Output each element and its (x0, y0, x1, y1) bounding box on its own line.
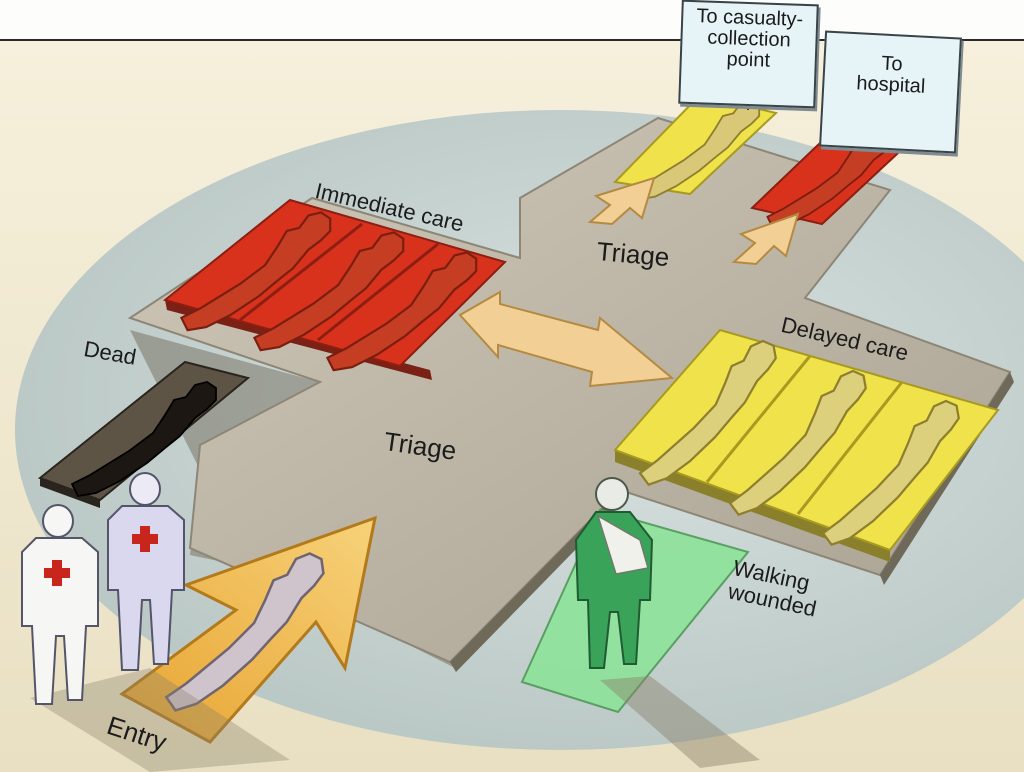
medic-figure-front (21, 504, 99, 705)
medic-shadows (30, 668, 290, 772)
sign-to-hospital: To hospital (819, 30, 962, 154)
walking-person-shadow (600, 676, 760, 768)
delayed-divider-2 (796, 381, 904, 515)
walking-wounded-person (574, 477, 654, 669)
dead-platform-edge (40, 478, 100, 508)
arrow-to-casualty (587, 176, 656, 226)
sign-casualty-line-3: point (726, 48, 771, 72)
immediate-divider-1 (239, 222, 363, 322)
arrow-to-hospital (731, 212, 800, 266)
delayed-divider-1 (705, 355, 812, 483)
immediate-divider-2 (317, 242, 439, 342)
label-triage-top: Triage (595, 236, 671, 273)
sign-to-casualty-collection: To casualty- collection point (678, 0, 819, 109)
double-arrow (458, 290, 675, 388)
medic-figure-back (107, 472, 185, 671)
